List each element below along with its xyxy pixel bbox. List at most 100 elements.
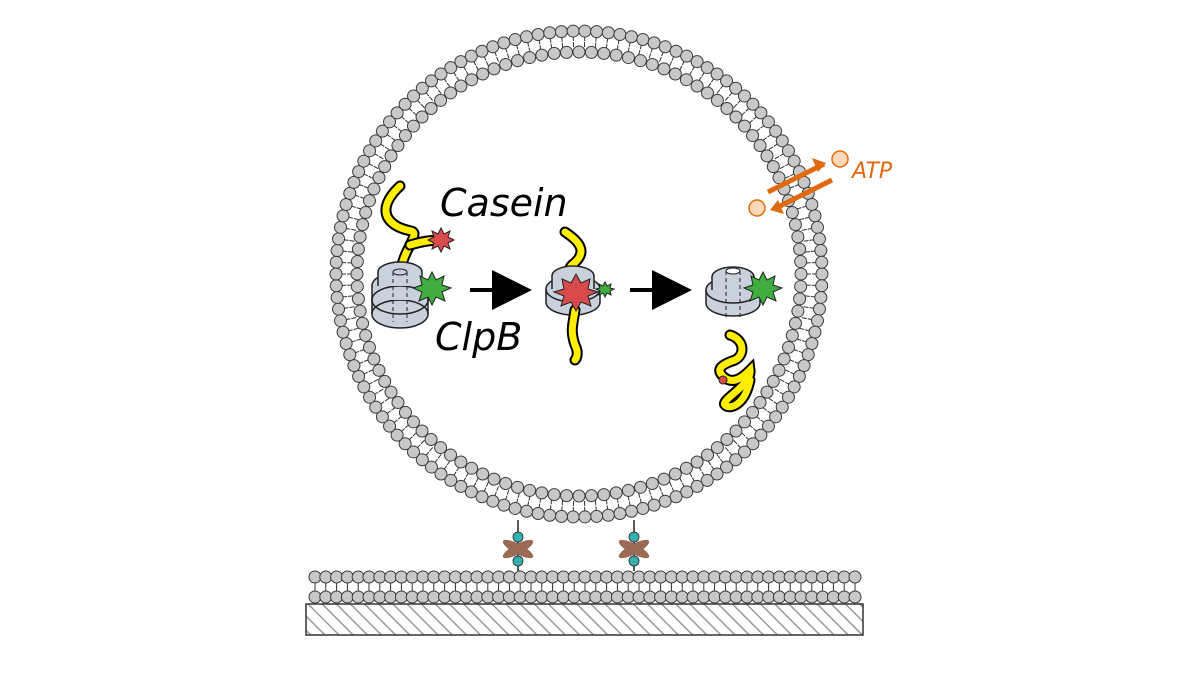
lipid-head-inner [710,441,724,455]
lipid-head-inner [359,206,373,220]
lipid-head-outer [810,220,824,234]
lipid-head-top [481,570,495,584]
lipid-head-outer [690,55,704,69]
lipid-head-outer [454,55,468,69]
lipid-head-inner [785,328,799,342]
lipid-head-inner [424,101,438,115]
lipid-head-inner [535,48,549,62]
lipid-head-bottom [794,590,808,604]
tethers [502,520,650,571]
lipid-head-outer [329,255,343,269]
lipid-head-bottom [556,590,570,604]
lipid-head-outer [330,244,344,258]
lipid-head-top [826,570,840,584]
lipid-head-bottom [351,590,365,604]
lipid-head-top [686,570,700,584]
lipid-head-inner [766,374,780,388]
lipid-head-outer [357,154,371,168]
lipid-head-inner [350,267,364,281]
lipid-head-outer [815,267,829,281]
lipid-head-inner [406,415,420,429]
lipid-head-inner [657,472,671,486]
lipid-head-top [589,570,603,584]
lipid-head-top [546,570,560,584]
lipid-head-outer [444,61,458,75]
lipid-head-bottom [837,590,851,604]
lipid-head-outer [475,44,489,58]
lipid-head-bottom [783,590,797,604]
lipid-head-top [448,570,462,584]
atp-label: ATP [850,159,893,184]
lipid-head-outer [347,175,361,189]
lipid-head-outer [334,220,348,234]
lipid-head-outer [369,400,383,414]
lipid-head-inner [560,45,574,59]
lipid-head-outer [332,302,346,316]
lipid-head-bottom [697,590,711,604]
lipid-head-top [783,570,797,584]
lipid-head-outer [434,67,448,81]
lipid-head-outer [781,144,795,158]
lipid-head-outer [669,44,683,58]
lipid-head-bottom [384,590,398,604]
lipid-head-bottom [373,590,387,604]
lipid-head-outer [339,336,353,350]
lipid-head-outer [769,124,783,138]
lipid-head-bottom [535,590,549,604]
lipid-head-inner [785,206,799,220]
lipid-head-outer [363,144,377,158]
lipid-head-inner [356,218,370,232]
lipid-head-outer [775,400,789,414]
lipid-head-inner [746,129,760,143]
lipid-head-outer [424,74,438,88]
lipid-head-bottom [589,590,603,604]
lipid-head-outer [710,467,724,481]
lipid-head-inner [679,73,693,87]
lipid-head-inner [444,86,458,100]
tether-icon-2 [618,520,650,571]
lipid-head-top [729,570,743,584]
lipid-head-inner [584,45,598,59]
lipid-head-inner [760,149,774,163]
lipid-head-top [373,570,387,584]
lipid-head-outer [792,369,806,383]
lipid-head-inner [753,139,767,153]
lipid-head-top [394,570,408,584]
lipid-head-inner [753,395,767,409]
lipid-head-outer [329,279,343,293]
lipid-head-outer [805,336,819,350]
lipid-head-inner [729,110,743,124]
lipid-head-outer [808,209,822,223]
lipid-head-outer [508,33,522,47]
glass-substrate [305,603,864,636]
lipid-head-inner [362,194,376,208]
lipid-head-outer [700,473,714,487]
lipid-head-top [351,570,365,584]
lipid-head-top [675,570,689,584]
lipid-head-outer [369,134,383,148]
lipid-head-inner [415,110,429,124]
lipid-head-inner [633,54,647,68]
lipid-head-outer [454,479,468,493]
lipid-head-outer [383,419,397,433]
lipid-head-bottom [632,590,646,604]
lipid-head-inner [772,363,786,377]
lipid-head-inner [657,62,671,76]
lipid-head-outer [475,490,489,504]
lipid-head-outer [375,410,389,424]
lipid-head-inner [372,363,386,377]
lipid-head-top [524,570,538,584]
lipid-head-outer [737,445,751,459]
lipid-head-bottom [816,590,830,604]
lipid-head-inner [645,57,659,71]
lipid-head-top [848,570,862,584]
clpb-ring-icon-3 [705,266,761,318]
lipid-head-inner [710,93,724,107]
lipid-head-inner [621,483,635,497]
lipid-head-top [492,570,506,584]
lipid-head-outer [363,390,377,404]
lipid-head-outer [543,508,557,522]
lipid-head-outer [601,508,615,522]
lipid-head-outer [343,186,357,200]
